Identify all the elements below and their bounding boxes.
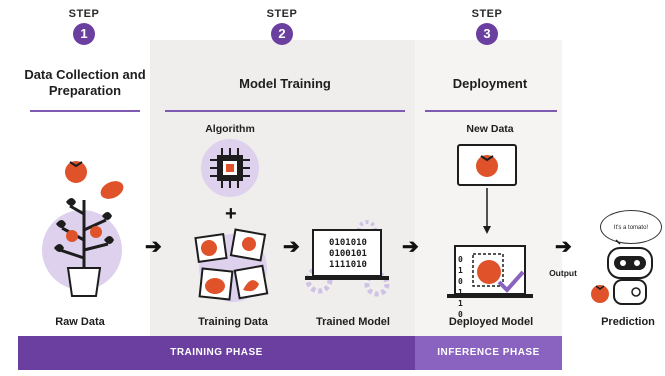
training-data-caption: Training Data (198, 316, 268, 328)
binary-row: 1 0 (458, 299, 463, 319)
binary-row: 0 1 (458, 255, 463, 275)
training-phase-bar: TRAINING PHASE (18, 336, 415, 370)
step-1-number: 1 (73, 23, 95, 45)
trained-model-binary: 0101010 0100101 1111010 (318, 238, 378, 271)
new-data-label: New Data (466, 123, 514, 135)
step-2-heading: Model Training (239, 76, 331, 91)
step-3-marker: STEP 3 (457, 8, 517, 45)
right-arrow-icon: ➔ (402, 236, 419, 258)
step-2-number: 2 (271, 23, 293, 45)
algorithm-chip-icon (201, 139, 259, 197)
robot-icon (591, 239, 653, 305)
prediction-caption: Prediction (601, 316, 655, 328)
binary-row: 0 1 (458, 277, 463, 297)
step-1-label: STEP (68, 8, 100, 20)
deployed-model-binary: 0 1 0 1 1 0 (458, 254, 472, 320)
down-arrow-icon (483, 188, 491, 234)
inference-phase-bar: INFERENCE PHASE (415, 336, 562, 370)
new-data-image-icon (457, 144, 517, 186)
output-label: Output (549, 268, 577, 278)
tomato-plant-icon (42, 161, 124, 297)
plus-icon: + (225, 203, 237, 225)
deployed-model-caption: Deployed Model (448, 316, 534, 328)
step-1-marker: STEP 1 (54, 8, 114, 45)
right-arrow-icon: ➔ (283, 236, 300, 258)
algorithm-label: Algorithm (205, 123, 255, 135)
trained-model-caption: Trained Model (316, 316, 390, 328)
step-2-label: STEP (266, 8, 298, 20)
step-2-marker: STEP 2 (252, 8, 312, 45)
step-3-label: STEP (471, 8, 503, 20)
trained-model-laptop-icon (305, 220, 390, 297)
raw-data-caption: Raw Data (55, 316, 105, 328)
step-1-divider (30, 110, 140, 112)
step-3-divider (425, 110, 557, 112)
deployed-model-laptop-icon (447, 245, 533, 298)
step-1-heading: Data Collection and Preparation (24, 67, 146, 98)
step-3-heading: Deployment (452, 76, 528, 91)
right-arrow-icon: ➔ (145, 236, 162, 258)
step-2-divider (165, 110, 405, 112)
binary-row: 0101010 (329, 238, 367, 248)
speech-bubble: It's a tomato! (600, 210, 662, 244)
training-data-images-icon (194, 228, 269, 302)
right-arrow-icon: ➔ (555, 236, 572, 258)
step-3-number: 3 (476, 23, 498, 45)
binary-row: 1111010 (329, 260, 367, 270)
binary-row: 0100101 (329, 249, 367, 259)
